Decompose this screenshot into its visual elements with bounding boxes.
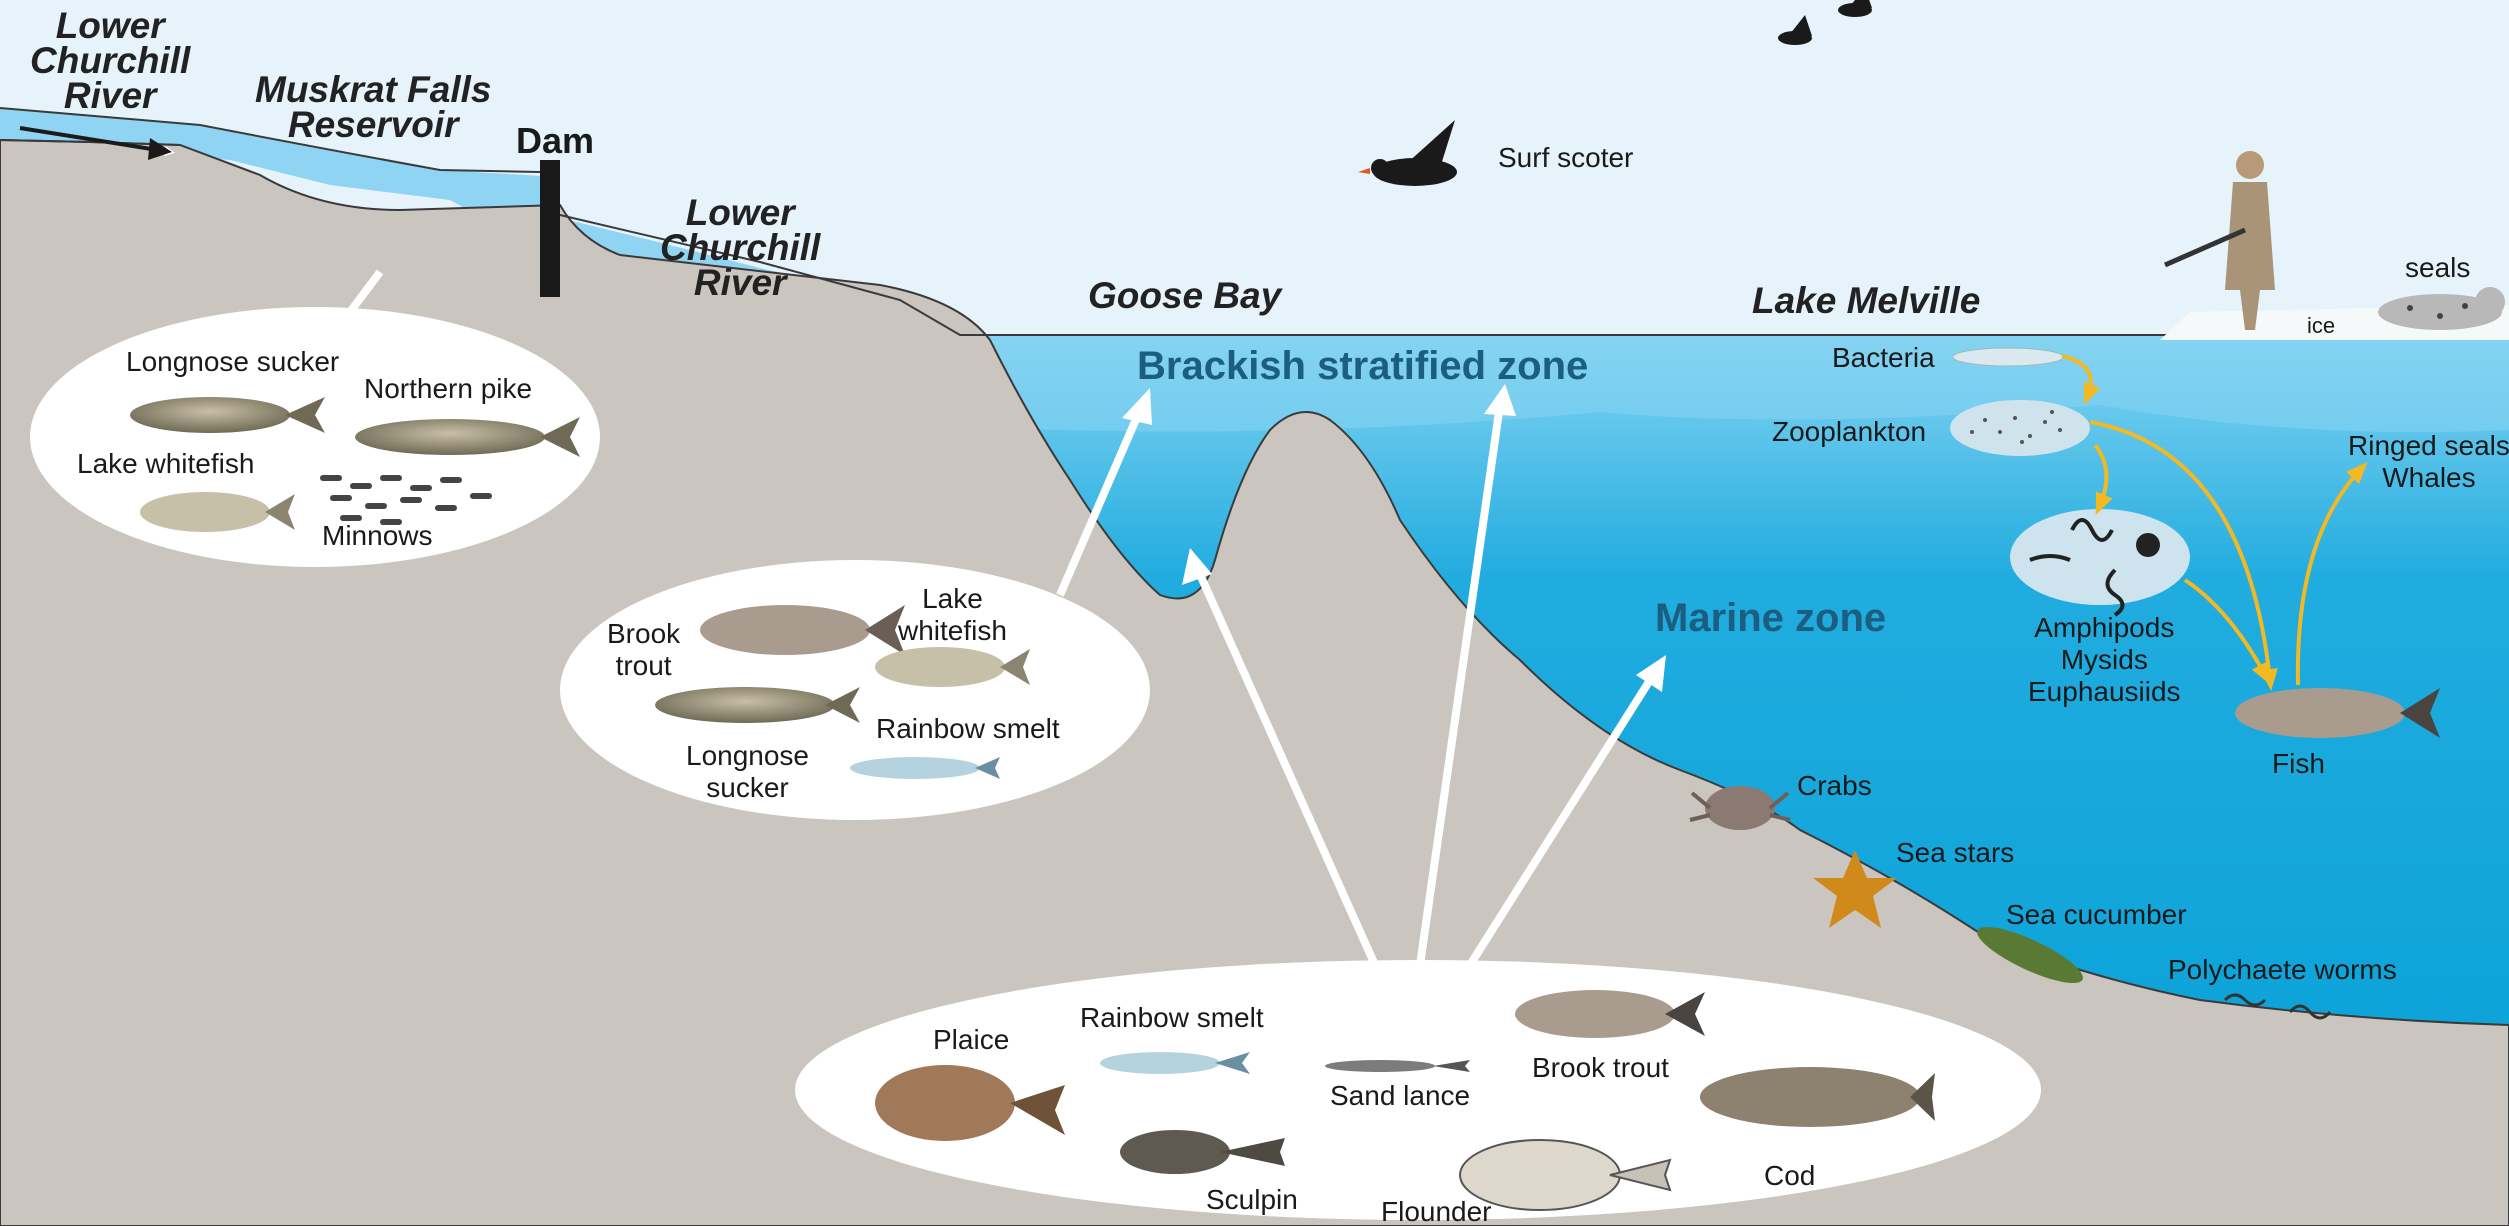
mr-flounder-label: Flounder xyxy=(1381,1196,1492,1226)
brackish-zone-label: Brackish stratified zone xyxy=(1137,344,1588,389)
sea-cucumber-label: Sea cucumber xyxy=(2006,899,2187,931)
dam-label: Dam xyxy=(516,120,594,162)
mr-cod-label: Cod xyxy=(1764,1160,1815,1192)
seals-label: seals xyxy=(2405,252,2470,284)
mr-plaice-label: Plaice xyxy=(933,1024,1009,1056)
lower-churchill-river-lower-label: Lower Churchill River xyxy=(660,195,820,300)
es-lake-whitefish-label: Lake whitefish xyxy=(898,583,1007,647)
mr-sculpin-label: Sculpin xyxy=(1206,1184,1298,1216)
ice-label: ice xyxy=(2307,313,2335,339)
ringed-seals-whales-label: Ringed seals Whales xyxy=(2348,430,2509,494)
lower-churchill-river-upper-label: Lower Churchill River xyxy=(30,8,190,113)
mr-brook-trout-label: Brook trout xyxy=(1532,1052,1669,1084)
crabs-label: Crabs xyxy=(1797,770,1872,802)
dam-structure xyxy=(540,160,560,297)
fw-northern-pike-label: Northern pike xyxy=(364,373,532,405)
muskrat-falls-reservoir-label: Muskrat Falls Reservoir xyxy=(255,72,491,142)
goose-bay-label: Goose Bay xyxy=(1088,278,1281,313)
zooplankton-label: Zooplankton xyxy=(1772,416,1926,448)
fw-minnows-label: Minnows xyxy=(322,520,432,552)
polychaete-worms-label: Polychaete worms xyxy=(2168,954,2397,986)
fw-longnose-sucker-label: Longnose sucker xyxy=(126,346,339,378)
fish-label: Fish xyxy=(2272,748,2325,780)
marine-zone-label: Marine zone xyxy=(1655,596,1886,641)
es-longnose-sucker-label: Longnose sucker xyxy=(686,740,809,804)
bacteria-icon xyxy=(1953,348,2063,366)
sea-stars-label: Sea stars xyxy=(1896,837,2014,869)
es-brook-trout-label: Brook trout xyxy=(607,618,680,682)
fw-lake-whitefish-label: Lake whitefish xyxy=(77,448,254,480)
mr-sand-lance-label: Sand lance xyxy=(1330,1080,1470,1112)
mr-rainbow-smelt-label: Rainbow smelt xyxy=(1080,1002,1264,1034)
surf-scoter-label: Surf scoter xyxy=(1498,142,1633,174)
es-rainbow-smelt-label: Rainbow smelt xyxy=(876,713,1060,745)
zooplankton-icon xyxy=(1950,400,2090,456)
lake-melville-label: Lake Melville xyxy=(1752,283,1980,318)
bacteria-label: Bacteria xyxy=(1832,342,1935,374)
invertebrates-label: Amphipods Mysids Euphausiids xyxy=(2028,612,2181,708)
